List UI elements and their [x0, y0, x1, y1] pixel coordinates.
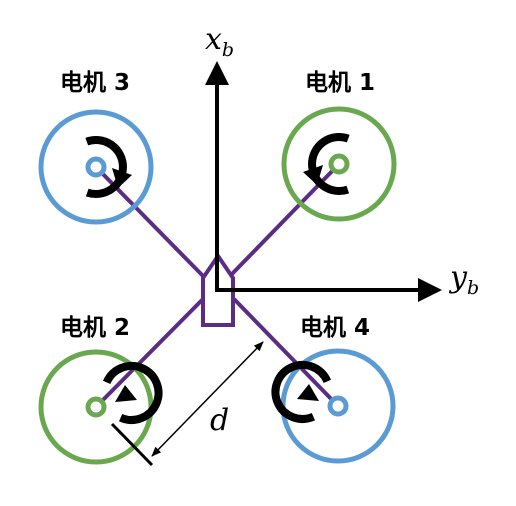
motor-1-label: 电机 1 — [305, 70, 375, 96]
arm-motor-4 — [232, 297, 340, 408]
motor-2-label: 电机 2 — [60, 315, 130, 341]
motor-1: 电机 1 — [281, 70, 397, 222]
motor-3-rotation-arrow — [85, 136, 127, 198]
motor-2: 电机 2 — [38, 315, 163, 465]
motor-4-rotation-arrow — [271, 361, 332, 423]
motor-3-label: 电机 3 — [60, 70, 130, 96]
motor-3-ring — [38, 109, 154, 225]
motor-1-ring — [281, 106, 397, 222]
motor-4-label: 电机 4 — [300, 315, 370, 341]
motor-1-arrowhead — [303, 165, 323, 185]
motor-4-arrowhead — [297, 384, 319, 401]
arm-motor-2 — [94, 294, 208, 409]
y-axis-label: yb — [448, 260, 479, 299]
x-axis-label: xb — [205, 22, 234, 61]
dimension-tick — [110, 422, 154, 467]
motor-3-arrowhead — [112, 168, 132, 188]
motor-2-rotation-arrow — [102, 362, 163, 424]
motor-1-rotation-arrow — [308, 133, 350, 195]
motor-2-arrowhead — [115, 385, 137, 402]
motor-3: 电机 3 — [38, 70, 154, 225]
motor-2-hub — [85, 396, 107, 418]
motor-4: 电机 4 — [271, 315, 396, 464]
motor-1-hub — [328, 153, 350, 175]
dimension-line — [151, 341, 264, 457]
motor-4-hub — [327, 395, 349, 417]
motor-3-hub — [85, 156, 107, 178]
dimension-label: d — [210, 403, 229, 438]
